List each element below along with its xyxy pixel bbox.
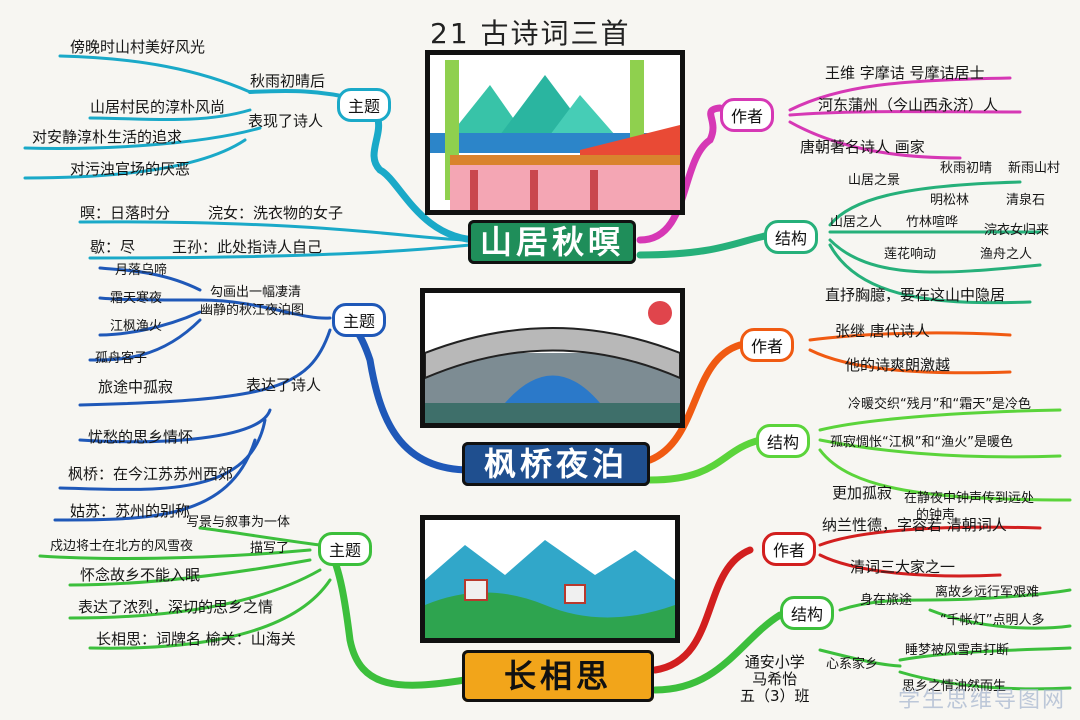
structure3-line-6: 思乡之情油然而生 [902, 679, 1007, 694]
structure1-line-7: 竹林喧哗 [906, 215, 959, 230]
notes1-line-4: 王孙：此处指诗人自己 [172, 238, 323, 256]
notes2-line-2: 姑苏：苏州的别称 [70, 502, 191, 520]
snow-camp-illustration [425, 520, 675, 638]
structure1-line-2: 秋雨初晴 [940, 161, 993, 176]
author-signature: 通安小学 马希怡 五（3）班 [740, 654, 810, 705]
theme3-line-2: 戍边将士在北方的风雪夜 [50, 539, 194, 554]
author3-line-1: 纳兰性德，字容若 清朝词人 [822, 516, 1007, 534]
structure1-line-9: 莲花响动 [884, 247, 937, 262]
theme2-line-4: 孤舟客子 [95, 351, 148, 366]
theme1-line-1: 傍晚时山村美好风光 [70, 38, 206, 56]
poem-node-changxiangsi: 长相思 [462, 650, 654, 702]
tag-theme-1: 主题 [337, 88, 392, 122]
structure2-line-4: 在静夜中钟声传到远处 [904, 491, 1035, 506]
tag-author-1: 作者 [720, 98, 775, 132]
tag-theme-2: 主题 [332, 303, 387, 337]
structure2-line-1: 冷暖交织“残月”和“霜天”是冷色 [848, 397, 1031, 412]
signature-class: 五（3）班 [740, 687, 810, 705]
author1-line-1: 王维 字摩诘 号摩诘居士 [825, 64, 985, 82]
structure3-line-5: 睡梦被风雪声打断 [905, 643, 1010, 658]
theme3-line-5: 表达了浓烈，深切的思乡之情 [78, 598, 274, 616]
poem-node-shanju-qiuming: 山居秋暝 [468, 220, 636, 264]
theme2-line-5: 勾画出一幅凄清 [210, 285, 302, 300]
author1-line-2: 河东蒲州（今山西永济）人 [818, 96, 999, 114]
signature-school: 通安小学 [744, 653, 805, 671]
structure1-line-11: 直抒胸臆，要在这山中隐居 [825, 286, 1006, 304]
structure1-line-4: 明松林 [930, 193, 970, 208]
tag-structure-1: 结构 [764, 220, 819, 254]
structure1-line-6: 山居之人 [830, 215, 883, 230]
tag-theme-3: 主题 [318, 532, 373, 566]
signature-name: 马希怡 [752, 670, 798, 688]
theme2-line-7: 旅途中孤寂 [98, 378, 174, 396]
structure2-line-3: 更加孤寂 [832, 484, 893, 502]
notes1-line-3: 歇：尽 [90, 238, 136, 256]
tag-structure-3: 结构 [780, 596, 835, 630]
structure3-line-1: 身在旅途 [860, 593, 913, 608]
mountain-village-illustration [430, 55, 680, 210]
picture-mountain-village [425, 50, 685, 215]
picture-snow-camp [420, 515, 680, 643]
author3-line-2: 清词三大家之一 [850, 558, 956, 576]
theme1-line-5: 对安静淳朴生活的追求 [32, 128, 183, 146]
theme1-line-6: 对污浊官场的厌恶 [70, 160, 191, 178]
theme3-line-3: 描写了 [250, 541, 290, 556]
poem-node-fengqiao-yebo: 枫桥夜泊 [462, 442, 650, 486]
structure3-line-4: 心系家乡 [826, 657, 879, 672]
structure1-line-10: 渔舟之人 [980, 247, 1033, 262]
tag-author-2: 作者 [740, 328, 795, 362]
structure1-line-3: 新雨山村 [1008, 161, 1061, 176]
structure3-line-3: “千帐灯”点明人多 [940, 613, 1045, 628]
notes1-line-2: 浣女：洗衣物的女子 [208, 204, 344, 222]
structure3-line-2: 离故乡远行军艰难 [935, 585, 1040, 600]
theme2-line-3: 江枫渔火 [110, 319, 163, 334]
structure1-line-1: 山居之景 [848, 173, 901, 188]
theme1-line-4: 表现了诗人 [248, 112, 324, 130]
tag-structure-2: 结构 [756, 424, 811, 458]
tag-author-3: 作者 [762, 532, 817, 566]
theme2-line-2: 霜天寒夜 [110, 291, 163, 306]
author1-line-3: 唐朝著名诗人 画家 [800, 138, 925, 156]
theme3-line-1: 写景与叙事为一体 [186, 515, 291, 530]
theme2-line-6: 幽静的秋江夜泊图 [200, 303, 305, 318]
author2-line-2: 他的诗爽朗激越 [845, 356, 951, 374]
picture-maple-bridge [420, 288, 685, 428]
structure1-line-8: 浣衣女归来 [984, 223, 1050, 238]
watermark: 学生思维导图网 [897, 688, 1066, 713]
structure1-line-5: 清泉石 [1006, 193, 1046, 208]
theme3-line-4: 怀念故乡不能入眠 [80, 566, 201, 584]
theme2-line-1: 月落乌啼 [115, 263, 168, 278]
theme2-line-8: 表达了诗人 [246, 376, 322, 394]
page-title: 21 古诗词三首 [430, 17, 631, 50]
theme1-line-2: 秋雨初晴后 [250, 72, 326, 90]
theme3-line-6: 长相思：词牌名 榆关：山海关 [96, 630, 296, 648]
theme2-line-9: 忧愁的思乡情怀 [88, 428, 194, 446]
structure2-line-5: 的钟声 [916, 508, 956, 523]
notes2-line-1: 枫桥：在今江苏苏州西郊 [68, 465, 234, 483]
structure2-line-2: 孤寂惆怅“江枫”和“渔火”是暖色 [830, 435, 1013, 450]
theme1-line-3: 山居村民的淳朴风尚 [90, 98, 226, 116]
author2-line-1: 张继 唐代诗人 [835, 322, 930, 340]
notes1-line-1: 暝：日落时分 [80, 204, 171, 222]
maple-bridge-illustration [425, 293, 680, 423]
